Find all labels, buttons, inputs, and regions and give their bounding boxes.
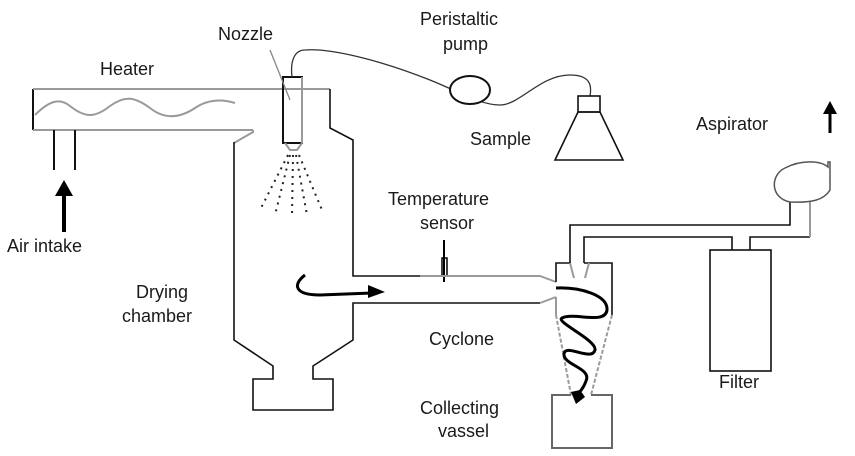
spray-droplets-3	[291, 154, 294, 217]
label-air-intake: Air intake	[7, 236, 82, 256]
exhaust-duct-inner	[583, 236, 733, 263]
airflow-arrow-icon	[368, 285, 385, 298]
label-sample: Sample	[470, 129, 531, 149]
aspirator	[773, 101, 837, 203]
heater-coil	[34, 97, 236, 118]
filter-body	[709, 249, 772, 372]
chamber-outline-right	[329, 89, 420, 277]
cyclone-vortex-finder-left	[569, 262, 575, 279]
label-drying: Drying	[136, 282, 188, 302]
nozzle-body	[282, 76, 303, 144]
peristaltic-pump-icon	[449, 75, 491, 105]
air-intake-arrow-icon	[55, 180, 73, 196]
drying-chamber	[233, 89, 557, 411]
cyclone-cone-left	[555, 314, 572, 396]
spray-droplets-2	[274, 154, 291, 216]
cyclone-top-left	[555, 262, 570, 282]
flask-body	[553, 111, 625, 161]
label-chamber: chamber	[122, 306, 192, 326]
cyclone-vortex-finder-right	[584, 262, 590, 279]
sample-flask	[553, 95, 625, 161]
aspirator-fan-icon	[773, 161, 831, 203]
nozzle-leader-line	[269, 49, 291, 101]
label-heater: Heater	[100, 59, 154, 79]
label-temperature: Temperature	[388, 189, 489, 209]
label-vassel: vassel	[438, 421, 489, 441]
aspirator-exhaust-arrow-icon	[823, 101, 837, 114]
filter	[709, 249, 772, 372]
label-sensor: sensor	[420, 213, 474, 233]
feed-tube-line	[290, 49, 592, 106]
cyclone-vortex-arrow-icon	[571, 390, 585, 404]
spray-droplets-5	[298, 154, 323, 211]
label-pump: pump	[443, 34, 488, 54]
spray-droplets-4	[295, 154, 308, 216]
label-collecting: Collecting	[420, 398, 499, 418]
label-nozzle: Nozzle	[218, 24, 273, 44]
exhaust-ducts	[569, 202, 811, 263]
label-aspirator: Aspirator	[696, 114, 768, 134]
label-peristaltic: Peristaltic	[420, 9, 498, 29]
feed-tube	[290, 49, 592, 106]
airflow-arrow	[295, 273, 385, 298]
cyclone	[555, 262, 613, 404]
cyclone-vortex-path	[555, 286, 609, 396]
cyclone-cone-right	[590, 314, 613, 396]
filter-outlet-duct	[749, 236, 810, 250]
duct-lower-taper	[539, 296, 557, 304]
label-filter: Filter	[719, 372, 759, 392]
chamber-outline-left	[233, 142, 540, 411]
nozzle	[259, 49, 323, 217]
temperature-sensor	[420, 240, 557, 283]
cyclone-top-right	[584, 262, 613, 315]
heater	[32, 88, 330, 131]
air-intake-pipe	[53, 130, 76, 232]
chamber-left-shoulder	[233, 130, 254, 144]
flask-neck	[577, 95, 601, 113]
collecting-vessel	[551, 394, 613, 449]
nozzle-tip	[284, 142, 303, 151]
airflow-path	[295, 273, 373, 297]
vessel-outline	[551, 394, 613, 449]
exhaust-duct-outer	[569, 202, 791, 263]
duct-upper	[420, 275, 557, 283]
label-cyclone: Cyclone	[429, 329, 494, 349]
